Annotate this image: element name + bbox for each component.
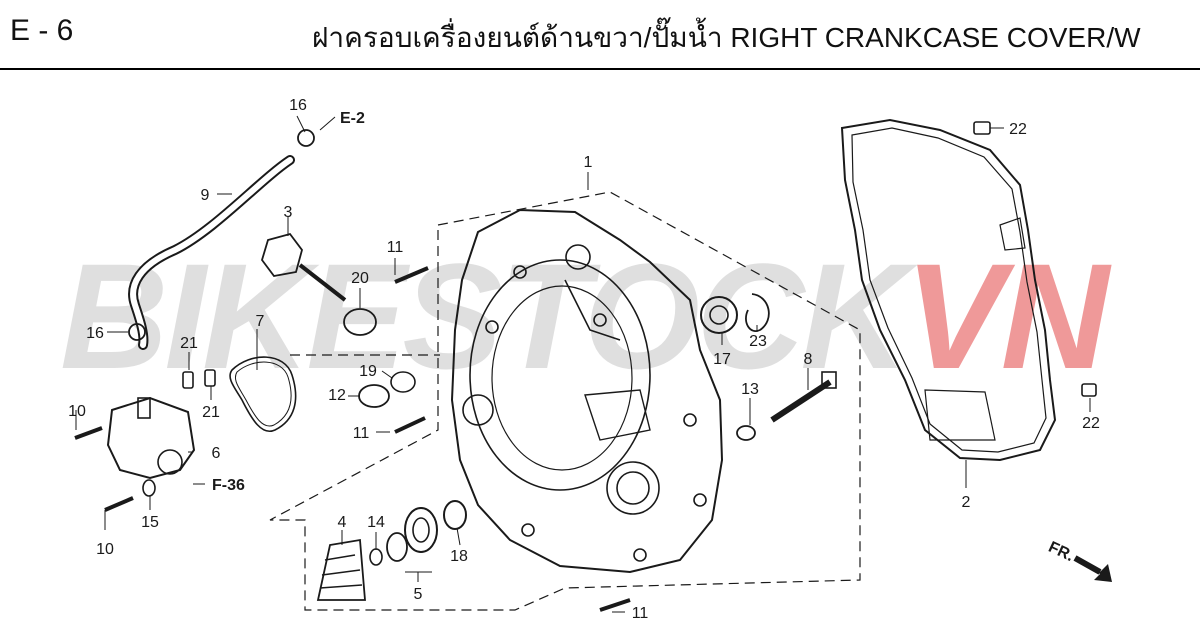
- page-title: ฝาครอบเครื่องยนต์ด้านขวา/ปั๊มน้ำ RIGHT C…: [312, 22, 1141, 53]
- callout-11-top: 11: [387, 239, 404, 256]
- callout-16-top: 16: [289, 97, 307, 114]
- callout-5: 5: [414, 586, 423, 603]
- direction-label: FR.: [1046, 539, 1077, 565]
- washer-15: [142, 479, 156, 497]
- callout-22-bottom: 22: [1082, 415, 1100, 432]
- plug-12: [358, 384, 390, 408]
- callout-15: 15: [141, 514, 159, 531]
- page-header: E - 6 ฝาครอบเครื่องยนต์ด้านขวา/ปั๊มน้ำ R…: [0, 0, 1200, 70]
- callout-18: 18: [450, 548, 468, 565]
- gasket: [840, 118, 1057, 462]
- reference-e2: E-2: [340, 110, 365, 127]
- parts-diagram: 1 2 3 4 5 6 7 8 9 10 10 11 11 11 12 13 1…: [68, 97, 1112, 622]
- callout-13: 13: [741, 381, 759, 398]
- callout-6: 6: [212, 445, 221, 462]
- bolt-10-upper: [74, 426, 103, 440]
- callout-7: 7: [256, 313, 265, 330]
- water-hose: [128, 155, 295, 350]
- callout-4: 4: [338, 514, 347, 531]
- o-ring: [229, 356, 297, 433]
- dowel-pin-22b: [1081, 383, 1097, 397]
- clamp-16-left: [128, 323, 146, 341]
- o-ring-20: [343, 308, 377, 336]
- assembly-outline: [269, 191, 861, 611]
- callout-3: 3: [284, 204, 293, 221]
- dowel-pin-21a: [182, 371, 194, 389]
- bolt-11-mid: [394, 416, 426, 434]
- callout-11-bottom: 11: [632, 605, 649, 622]
- o-ring-19: [390, 371, 416, 393]
- bearing: [700, 296, 738, 334]
- dowel-pin-22a: [973, 121, 991, 135]
- callout-1: 1: [584, 154, 593, 171]
- callout-22-top: 22: [1009, 121, 1027, 138]
- oil-seal: [443, 500, 467, 530]
- washer-14: [369, 548, 383, 566]
- seal-ring: [386, 532, 408, 562]
- oil-filler-cap: [261, 232, 347, 302]
- callout-2: 2: [962, 494, 971, 511]
- clamp-16-top: [297, 129, 315, 147]
- callout-9: 9: [201, 187, 210, 204]
- callout-19: 19: [359, 363, 377, 380]
- page-code: E - 6: [10, 14, 74, 47]
- callout-10-upper: 10: [68, 403, 86, 420]
- reference-f36: F-36: [212, 477, 245, 494]
- callout-12: 12: [328, 387, 346, 404]
- callout-17: 17: [713, 351, 731, 368]
- callout-21-a: 21: [180, 335, 198, 352]
- callout-8: 8: [804, 351, 813, 368]
- callout-21-b: 21: [202, 404, 220, 421]
- callout-20: 20: [351, 270, 369, 287]
- bolt-10-lower: [104, 496, 134, 512]
- dowel-pin-21b: [204, 369, 216, 387]
- callout-14: 14: [367, 514, 385, 531]
- washer-13: [736, 425, 756, 441]
- mechanical-seal: [404, 507, 438, 553]
- bolt-11-top: [394, 266, 429, 284]
- callout-23: 23: [749, 333, 767, 350]
- callout-10-lower: 10: [96, 541, 114, 558]
- snap-ring: [745, 293, 770, 332]
- pump-shaft: [770, 379, 832, 423]
- water-pump-cover: [106, 396, 196, 480]
- callout-11-mid: 11: [353, 425, 370, 442]
- impeller: [316, 538, 366, 601]
- crankcase-cover: [450, 208, 724, 574]
- bolt-11-bottom: [599, 598, 631, 612]
- callout-16-left: 16: [86, 325, 104, 342]
